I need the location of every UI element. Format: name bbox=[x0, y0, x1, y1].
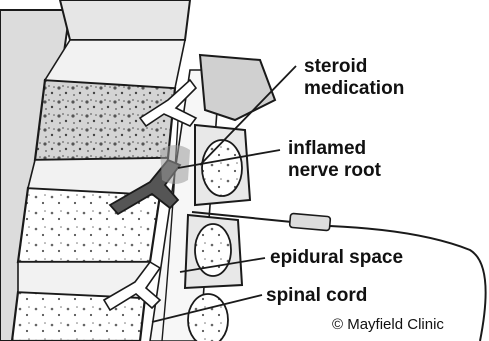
label-steroid-medication: steroid medication bbox=[304, 56, 404, 100]
steroid-medication bbox=[160, 145, 190, 184]
label-inflamed-nerve-root: inflamed nerve root bbox=[288, 138, 381, 182]
needle-hub bbox=[289, 213, 330, 230]
vertebral-body-top bbox=[60, 0, 190, 40]
copyright-credit: © Mayfield Clinic bbox=[332, 316, 444, 333]
facet-joint-1 bbox=[202, 140, 242, 196]
facet-joint-3 bbox=[188, 294, 228, 341]
posterior-element-1 bbox=[200, 55, 275, 120]
label-epidural-space: epidural space bbox=[270, 247, 403, 269]
label-spinal-cord: spinal cord bbox=[266, 285, 367, 307]
disc-1 bbox=[45, 40, 185, 88]
